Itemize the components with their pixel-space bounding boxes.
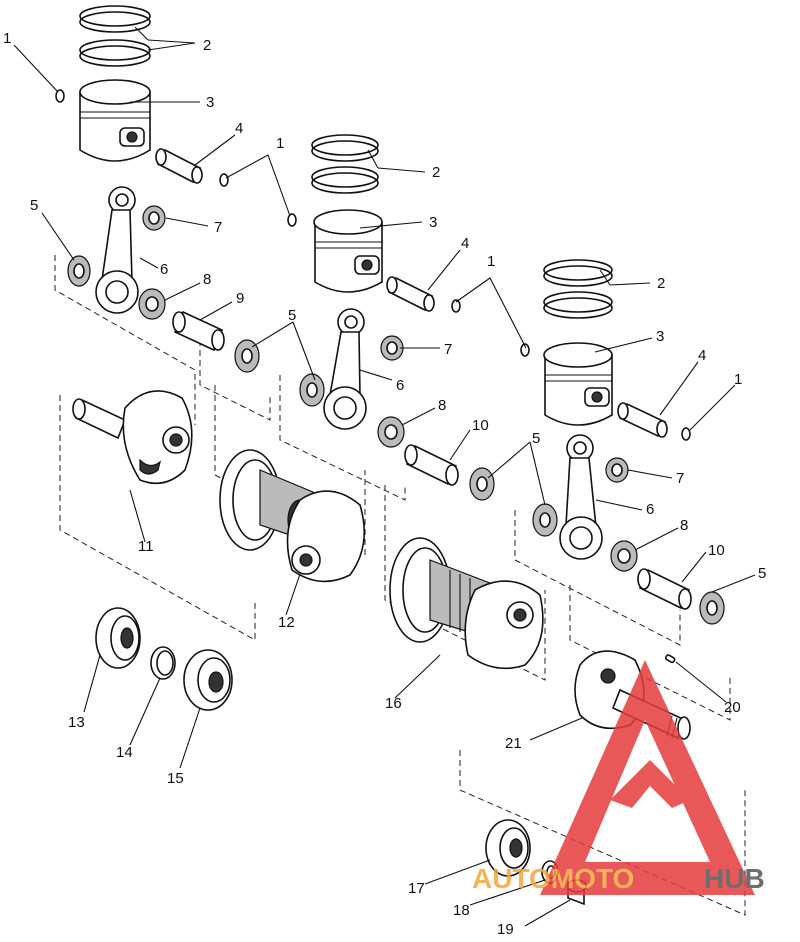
connecting-rod-1 [95,186,139,314]
callout-8: 8 [203,271,211,288]
callout-11: 11 [138,538,154,555]
callout-5: 5 [758,565,766,582]
callout-1: 1 [276,135,284,152]
callout-1: 1 [734,371,742,388]
circlip-2b [451,299,461,313]
callout-9: 9 [236,290,244,307]
callout-7: 7 [214,219,222,236]
watermark-logo: AUTOMOTO HUB [472,660,765,895]
callout-numbers: 1 2 3 4 1 2 5 7 3 4 6 1 8 2 9 5 3 7 4 1 … [3,30,766,938]
cylinder-2-group [287,134,495,501]
snap-ring-14 [150,646,176,680]
callout-16: 16 [385,695,402,712]
crank-end-11 [72,390,193,485]
main-bearing-13 [95,607,141,669]
callout-12: 12 [278,614,295,631]
thrust-washer-1a [67,255,91,287]
watermark-letter-mark-icon [610,760,690,808]
callout-4: 4 [461,235,469,252]
crankpin-10b [637,568,692,610]
callout-17: 17 [408,880,425,897]
callout-3: 3 [656,328,664,345]
thrust-washer-3a [532,503,558,537]
needle-bearing-small-1 [142,205,166,231]
wrist-pin-1 [155,148,203,184]
thrust-washer-3b [699,591,725,625]
main-bearing-15 [183,649,233,711]
circlip-3b [681,427,691,441]
callout-13: 13 [68,714,85,731]
crankpin-9 [172,310,225,352]
piston-rings-1 [79,5,151,67]
circlip-1b [219,173,229,187]
callout-14: 14 [116,744,133,761]
callout-3: 3 [206,94,214,111]
piston-rings-3 [543,259,613,319]
callout-10: 10 [708,542,725,559]
piston-2 [313,209,383,293]
callout-10: 10 [472,417,489,434]
callout-5: 5 [532,430,540,447]
callout-5: 5 [30,197,38,214]
wrist-pin-3 [617,402,668,438]
piston-1 [79,79,151,162]
cylinder-3-group [520,259,725,625]
thrust-washer-1b [234,339,260,373]
needle-bearing-large-1 [138,288,166,320]
callout-6: 6 [396,377,404,394]
callout-1: 1 [3,30,11,47]
callout-21: 21 [505,735,522,752]
leader-lines [13,26,756,927]
callout-4: 4 [698,347,706,364]
watermark-triangle-icon [540,660,755,895]
callout-7: 7 [444,341,452,358]
needle-bearing-large-3 [610,540,638,572]
thrust-washer-2b [469,467,495,501]
callout-15: 15 [167,770,184,787]
callout-20: 20 [724,699,741,716]
piston-rings-2 [311,134,379,194]
callout-4: 4 [235,120,243,137]
crank-center-12 [219,449,366,583]
callout-19: 19 [497,921,514,938]
crank-center-16 [389,537,544,670]
key-20 [664,654,676,664]
connecting-rod-3 [559,434,603,560]
needle-bearing-large-2 [377,416,405,448]
connecting-rod-2 [323,308,367,430]
wrist-pin-2 [386,276,435,312]
callout-2: 2 [657,275,665,292]
callout-6: 6 [646,501,654,518]
callout-6: 6 [160,261,168,278]
callout-2: 2 [432,164,440,181]
callout-7: 7 [676,470,684,487]
thrust-washer-2a [299,373,325,407]
circlip-2a [287,213,297,227]
callout-18: 18 [453,902,470,919]
needle-bearing-small-2 [380,335,404,361]
needle-bearing-small-3 [605,457,629,483]
callout-8: 8 [680,517,688,534]
circlip-1a [55,89,65,103]
crankpin-10a [404,444,459,486]
callout-2: 2 [203,37,211,54]
piston-3 [543,342,613,426]
watermark-word-a: AUTOMOTO [472,863,634,894]
callout-5: 5 [288,307,296,324]
watermark-word-b: HUB [704,863,765,894]
callout-8: 8 [438,397,446,414]
main-bearing-17 [485,819,531,877]
callout-1: 1 [487,253,495,270]
cylinder-1-group [55,5,260,373]
circlip-3a [520,343,530,357]
callout-3: 3 [429,214,437,231]
